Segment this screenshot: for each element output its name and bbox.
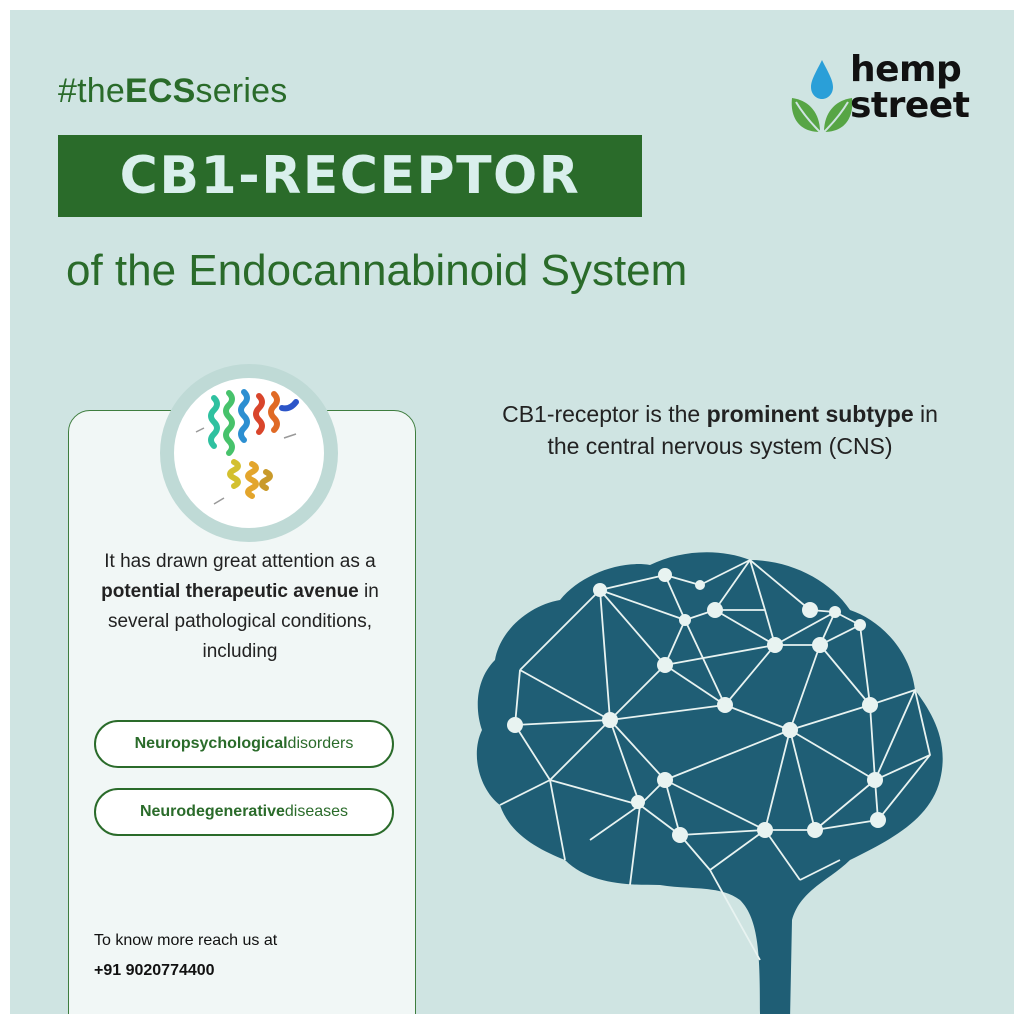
panel-text-bold: potential therapeutic avenue [101, 581, 359, 602]
condition-pill-neurodegenerative: Neurodegenerative diseases [94, 788, 394, 836]
pill-bold: Neuropsychological [134, 735, 288, 752]
pill-rest: disorders [287, 735, 354, 752]
condition-pill-neuropsychological: Neuropsychological disorders [94, 720, 394, 768]
hemp-street-logo-icon [791, 60, 853, 133]
protein-structure-icon [195, 389, 299, 505]
page-subtitle: of the Endocannabinoid System [66, 246, 688, 295]
pill-bold: Neurodegenerative [139, 803, 285, 820]
pill-rest: diseases [284, 803, 349, 820]
panel-text-part2: in several pathological conditions, incl… [107, 581, 379, 662]
brain-network-icon [476, 552, 943, 1014]
series-suffix: series [195, 72, 288, 110]
series-bold: ECS [124, 72, 196, 110]
water-drop-icon [811, 60, 833, 99]
cns-text-part1: CB1-receptor is the [502, 401, 707, 427]
cns-statement: CB1-receptor is the prominent subtype in… [490, 398, 950, 462]
title-banner [58, 135, 642, 217]
brain-silhouette [476, 552, 943, 1014]
cns-text-part2: in the central nervous system (CNS) [547, 401, 938, 459]
contact-phone[interactable]: +91 9020774400 [94, 962, 215, 979]
logo-wordmark: hemp street [850, 49, 970, 126]
series-prefix: #the [58, 72, 125, 110]
poster: #theECSseries CB1-RECEPTOR of the Endoca… [10, 10, 1014, 1014]
cns-text-bold: prominent subtype [706, 401, 914, 427]
logo-line-hemp: hemp [850, 49, 962, 90]
contact-label: To know more reach us at [94, 932, 278, 949]
molecule-image-frame [160, 364, 338, 542]
series-hashtag: #theECSseries [58, 72, 287, 111]
logo-line-street: street [850, 85, 970, 126]
panel-text-part1: It has drawn great attention as a [104, 551, 376, 572]
panel-description: It has drawn great attention as a potent… [90, 547, 390, 667]
page-title: CB1-RECEPTOR [119, 146, 581, 206]
